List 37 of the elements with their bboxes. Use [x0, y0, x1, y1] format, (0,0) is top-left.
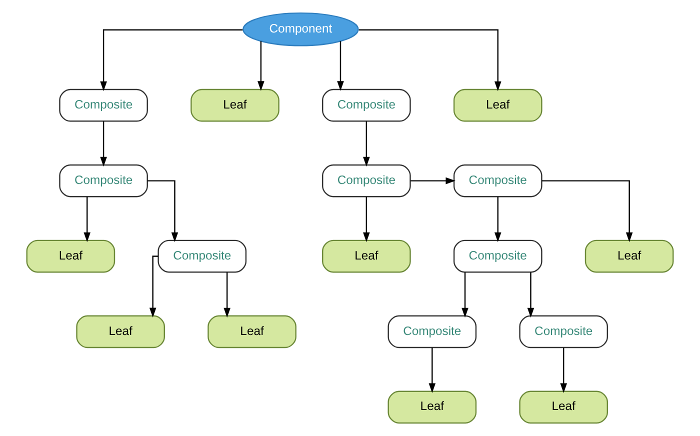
arrow: [363, 121, 370, 167]
arrow: [363, 196, 370, 242]
node-box: Composite: [158, 240, 247, 273]
node-box: Composite: [453, 240, 542, 273]
arrow: [84, 196, 91, 242]
arrow: [100, 29, 243, 92]
node-box: Composite: [322, 164, 411, 198]
node-box: Composite: [322, 88, 411, 122]
arrow: [337, 41, 344, 91]
arrow: [527, 272, 534, 318]
arrow: [147, 180, 178, 242]
node-ellipse: Component: [242, 12, 359, 46]
arrow: [494, 196, 502, 242]
arrow: [358, 29, 502, 92]
arrow: [542, 180, 633, 242]
node-box: Leaf: [453, 88, 542, 122]
node-box: Leaf: [190, 88, 280, 122]
node-box: Composite: [453, 164, 542, 198]
node-box: Leaf: [208, 315, 296, 348]
arrow: [462, 272, 468, 318]
arrow: [100, 121, 107, 167]
node-box: Leaf: [322, 240, 411, 273]
node-box: Leaf: [519, 390, 608, 424]
arrow: [560, 348, 567, 394]
node-box: Leaf: [388, 390, 477, 424]
arrow: [428, 348, 436, 394]
node-box: Composite: [59, 164, 148, 198]
arrow: [224, 272, 230, 318]
arrow: [149, 256, 158, 318]
arrow: [258, 41, 264, 91]
node-box: Leaf: [76, 315, 165, 348]
node-box: Composite: [519, 315, 608, 348]
node-box: Leaf: [26, 240, 116, 273]
node-box: Composite: [59, 88, 148, 122]
node-box: Composite: [388, 315, 477, 348]
node-box: Leaf: [584, 240, 674, 273]
arrow: [410, 177, 456, 184]
